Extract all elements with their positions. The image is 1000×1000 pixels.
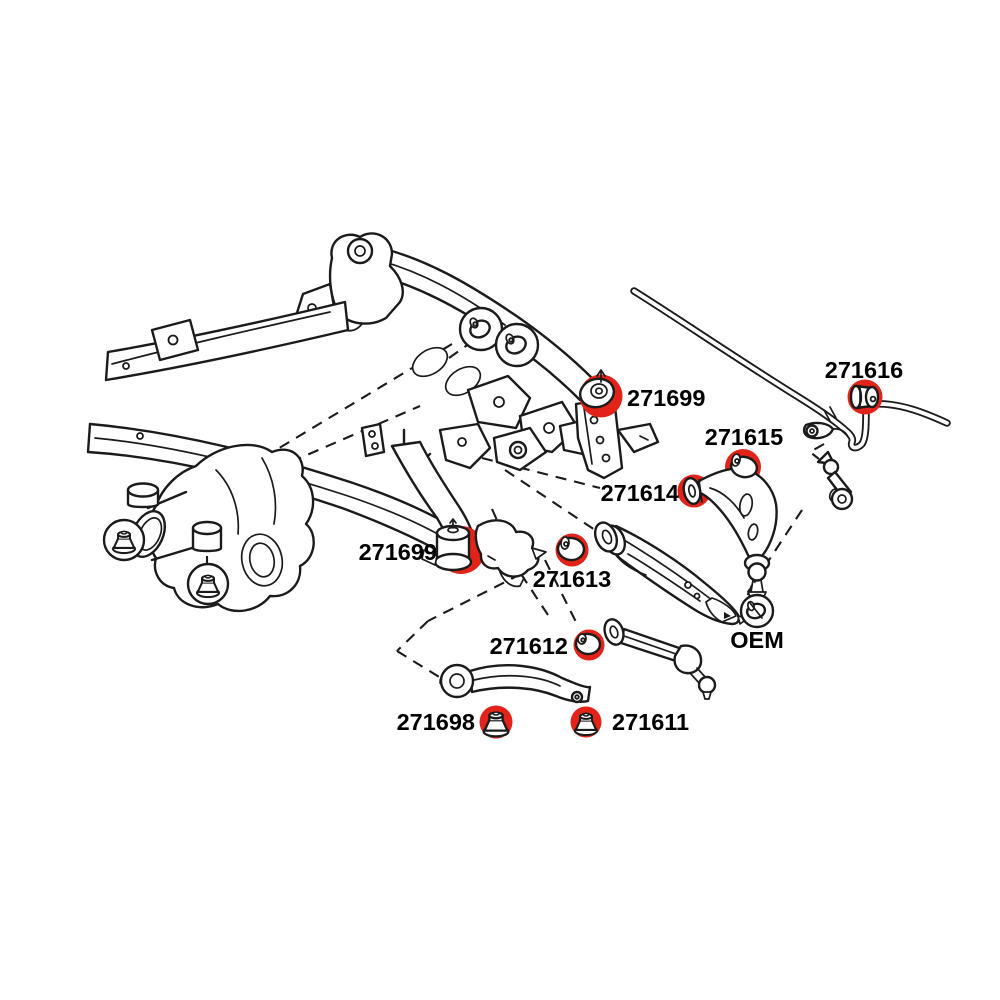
highlight-271699-lower [421, 518, 547, 588]
subframe-bushing-detail-circles [458, 306, 540, 368]
label-271699-lower: 271699 [359, 539, 437, 565]
label-271615: 271615 [705, 424, 783, 450]
highlight-271616 [847, 379, 883, 415]
oem-bushing-circle [739, 593, 775, 629]
label-271699-top: 271699 [627, 385, 705, 411]
label-271616: 271616 [825, 357, 903, 383]
sway-bar [630, 287, 951, 511]
label-271613: 271613 [533, 566, 611, 592]
part-labels: 271699 271699 271616 271615 271614 27161… [359, 357, 904, 735]
trailing-arm [439, 663, 602, 739]
toe-link-ball-joint [673, 644, 717, 700]
toe-link [573, 618, 717, 700]
knuckle [474, 519, 547, 588]
drop-link [816, 450, 854, 511]
highlight-271699-top [578, 369, 623, 418]
lower-control-arm [555, 521, 775, 629]
differential [102, 443, 315, 613]
label-271614: 271614 [601, 480, 679, 506]
upper-control-arm [677, 449, 778, 602]
label-271612: 271612 [490, 633, 568, 659]
label-271698: 271698 [397, 709, 475, 735]
label-oem: OEM [730, 627, 784, 653]
label-271611: 271611 [612, 709, 689, 735]
